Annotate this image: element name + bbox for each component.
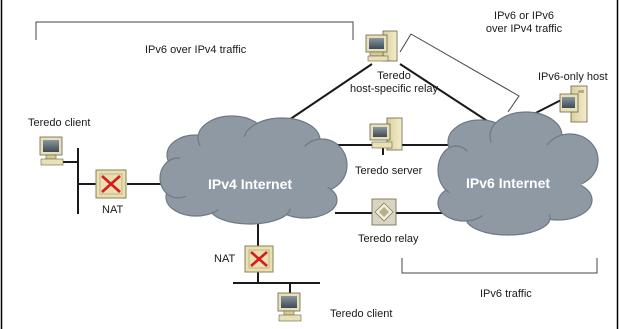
bracket-ipv6-or-ipv4 — [399, 33, 520, 113]
ipv4-internet-label: IPv4 Internet — [208, 176, 293, 192]
nat-bottom-label: NAT — [214, 253, 236, 265]
teredo-client-bottom-computer-icon — [277, 292, 302, 322]
teredo-relay-device-icon — [371, 198, 397, 226]
ipv6-cloud — [437, 111, 599, 236]
relay-host-label-line2: host-specific relay — [349, 83, 439, 95]
relay-host-label-line1: Teredo — [377, 70, 411, 82]
ipv6-over-ipv4-traffic-label: IPv6 over IPv4 traffic — [145, 44, 247, 56]
link-relay-host-to-ipv6 — [399, 63, 499, 129]
ipv6-traffic-label: IPv6 traffic — [480, 288, 532, 300]
teredo-client-bottom-label: Teredo client — [330, 308, 393, 320]
teredo-client-top-label: Teredo client — [28, 117, 91, 129]
bracket-ipv6-over-ipv4 — [35, 21, 354, 40]
teredo-client-top-computer-icon — [39, 136, 64, 166]
nat-left-icon — [95, 169, 127, 199]
nat-bottom-icon — [244, 245, 274, 273]
link-ipv4-to-relay-host — [282, 63, 373, 125]
ipv6-internet-label: IPv6 Internet — [466, 175, 551, 191]
teredo-server-label: Teredo server — [355, 165, 423, 177]
relay-host-computer-icon — [365, 30, 398, 62]
teredo-server-computer-icon — [369, 117, 403, 151]
ipv6-or-ipv4-traffic-label-line2: over IPv4 traffic — [485, 23, 563, 35]
teredo-relay-label: Teredo relay — [358, 233, 419, 245]
ipv6-host-computer-icon — [559, 85, 588, 123]
ipv6-or-ipv4-traffic-label-line1: IPv6 or IPv6 — [494, 10, 554, 22]
ipv4-cloud — [159, 115, 348, 225]
ipv6-only-host-label: IPv6-only host — [538, 71, 608, 83]
nat-left-label: NAT — [102, 204, 124, 216]
bracket-ipv6-traffic — [401, 258, 598, 274]
